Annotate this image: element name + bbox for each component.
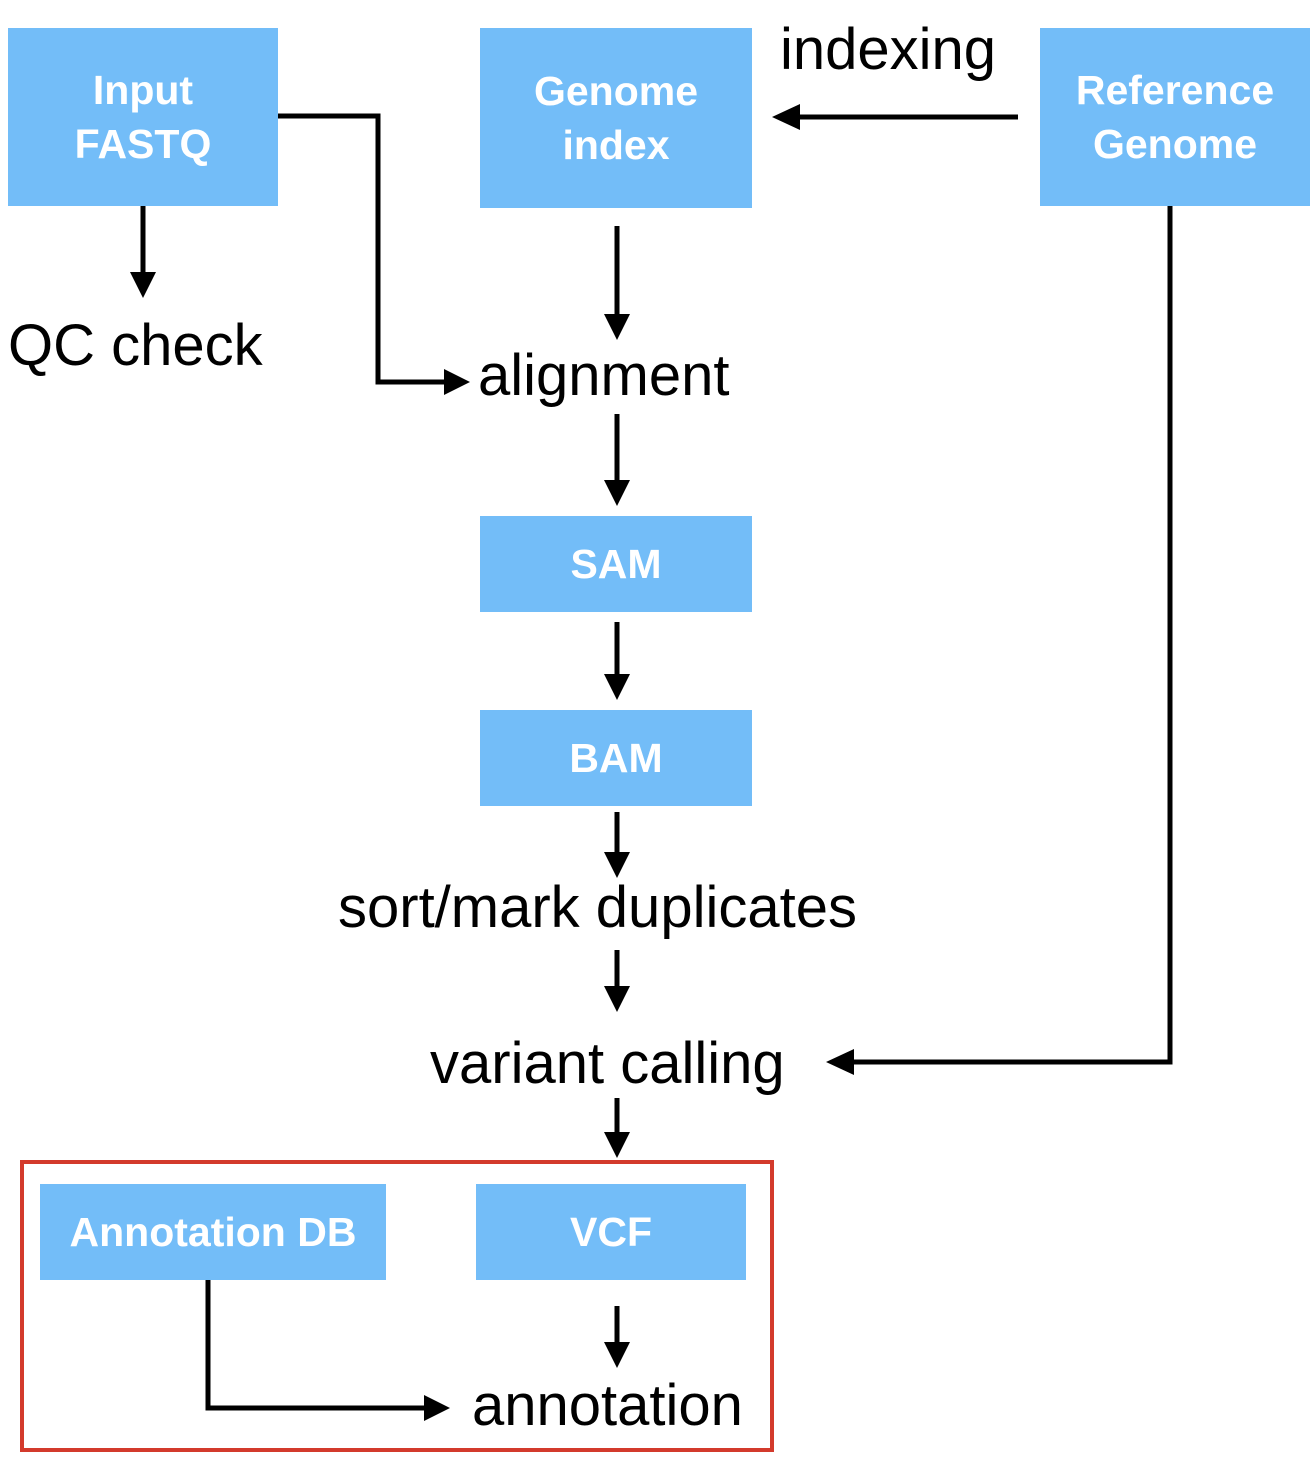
arrowhead-alignment-from-index — [604, 314, 630, 340]
arrowhead-bam — [604, 674, 630, 700]
arrowhead-genome-index — [772, 104, 800, 130]
bam-box: BAM — [480, 710, 752, 806]
annotation-db-box: Annotation DB — [40, 1184, 386, 1280]
sort-mark-duplicates-label: sort/mark duplicates — [338, 875, 857, 940]
edge-annotation-db-to-annotation — [205, 1280, 428, 1411]
arrowhead-vcf — [604, 1132, 630, 1158]
annotation-label: annotation — [472, 1373, 743, 1438]
arrowhead-variant-calling-from-reference — [826, 1049, 854, 1075]
alignment-label: alignment — [478, 343, 730, 408]
reference-genome-box: Reference Genome — [1040, 28, 1310, 206]
arrowhead-sam — [604, 480, 630, 506]
arrowhead-annotation-from-db — [424, 1395, 450, 1421]
variant-calling-label: variant calling — [430, 1031, 785, 1096]
arrowhead-variant-calling-from-sort — [604, 986, 630, 1012]
edge-reference-to-variant-calling — [850, 206, 1173, 1065]
arrowhead-annotation-from-vcf — [604, 1342, 630, 1368]
vcf-box: VCF — [476, 1184, 746, 1280]
qc-check-label: QC check — [8, 313, 263, 378]
arrowhead-alignment-from-fastq — [444, 369, 470, 395]
sam-box: SAM — [480, 516, 752, 612]
genome-index-box: Genome index — [480, 28, 752, 208]
arrowhead-sort — [604, 852, 630, 878]
arrowhead-qc-check — [130, 272, 156, 298]
input-fastq-box: Input FASTQ — [8, 28, 278, 206]
indexing-label: indexing — [780, 17, 997, 82]
annotation-stage-frame — [20, 1160, 774, 1452]
edge-fastq-to-alignment — [278, 113, 448, 385]
